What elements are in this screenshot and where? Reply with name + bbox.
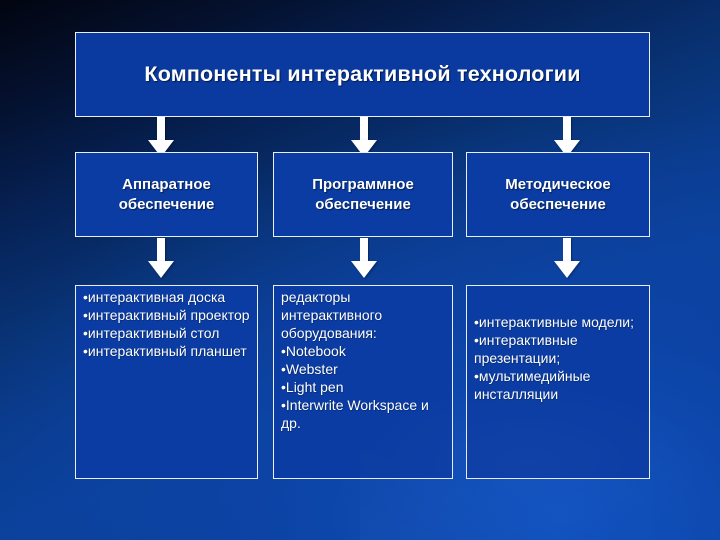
category-label: Программное обеспечение xyxy=(312,175,414,213)
category-box-methodical: Методическое обеспечение xyxy=(466,152,650,237)
category-label: Аппаратное обеспечение xyxy=(119,175,215,213)
page-title: Компоненты интерактивной технологии xyxy=(144,62,581,87)
arrow-head xyxy=(351,261,377,278)
detail-box-hardware: •интерактивная доска •интерактивный прое… xyxy=(75,285,258,479)
category-box-hardware: Аппаратное обеспечение xyxy=(75,152,258,237)
list-item: •Interwrite Workspace и др. xyxy=(281,396,429,431)
detail-list: •интерактивные модели; •интерактивные пр… xyxy=(467,286,649,404)
detail-box-software: редакторы интерактивного оборудования: •… xyxy=(273,285,453,479)
list-item: •мультимедийные инсталляции xyxy=(474,367,591,402)
list-item: •интерактивный планшет xyxy=(83,342,247,359)
arrow-shaft xyxy=(360,238,368,263)
category-label: Методическое обеспечение xyxy=(505,175,611,213)
list-intro: редакторы интерактивного оборудования: xyxy=(281,289,383,341)
category-label-line2: обеспечение xyxy=(315,195,411,213)
list-item: •интерактивный проектор xyxy=(83,306,250,323)
title-box: Компоненты интерактивной технологии xyxy=(75,32,650,117)
arrow-shaft xyxy=(157,117,165,142)
list-item: •Webster xyxy=(281,360,338,377)
arrow-head xyxy=(554,261,580,278)
arrow-down-icon xyxy=(349,238,379,278)
arrow-down-icon xyxy=(349,117,379,157)
arrow-head xyxy=(148,261,174,278)
arrow-shaft xyxy=(563,117,571,142)
list-item: •интерактивная доска xyxy=(83,289,226,305)
category-box-software: Программное обеспечение xyxy=(273,152,453,237)
list-item: •Notebook xyxy=(281,342,346,359)
category-label-line2: обеспечение xyxy=(510,195,606,213)
arrow-down-icon xyxy=(146,238,176,278)
arrow-down-icon xyxy=(552,238,582,278)
list-item: •Light pen xyxy=(281,378,344,395)
detail-list: •интерактивная доска •интерактивный прое… xyxy=(76,286,257,361)
arrow-shaft xyxy=(360,117,368,142)
category-label-line1: Методическое xyxy=(505,176,611,194)
list-item: •интерактивный стол xyxy=(83,324,220,341)
arrow-shaft xyxy=(157,238,165,263)
list-item: •интерактивные модели; xyxy=(474,314,634,330)
category-label-line1: Программное xyxy=(312,176,414,194)
list-item: •интерактивные презентации; xyxy=(474,331,578,366)
detail-box-methodical: •интерактивные модели; •интерактивные пр… xyxy=(466,285,650,479)
detail-list: редакторы интерактивного оборудования: •… xyxy=(274,286,452,433)
arrow-down-icon xyxy=(552,117,582,157)
arrow-shaft xyxy=(563,238,571,263)
arrow-down-icon xyxy=(146,117,176,157)
category-label-line2: обеспечение xyxy=(118,195,215,213)
category-label-line1: Аппаратное xyxy=(122,176,211,194)
